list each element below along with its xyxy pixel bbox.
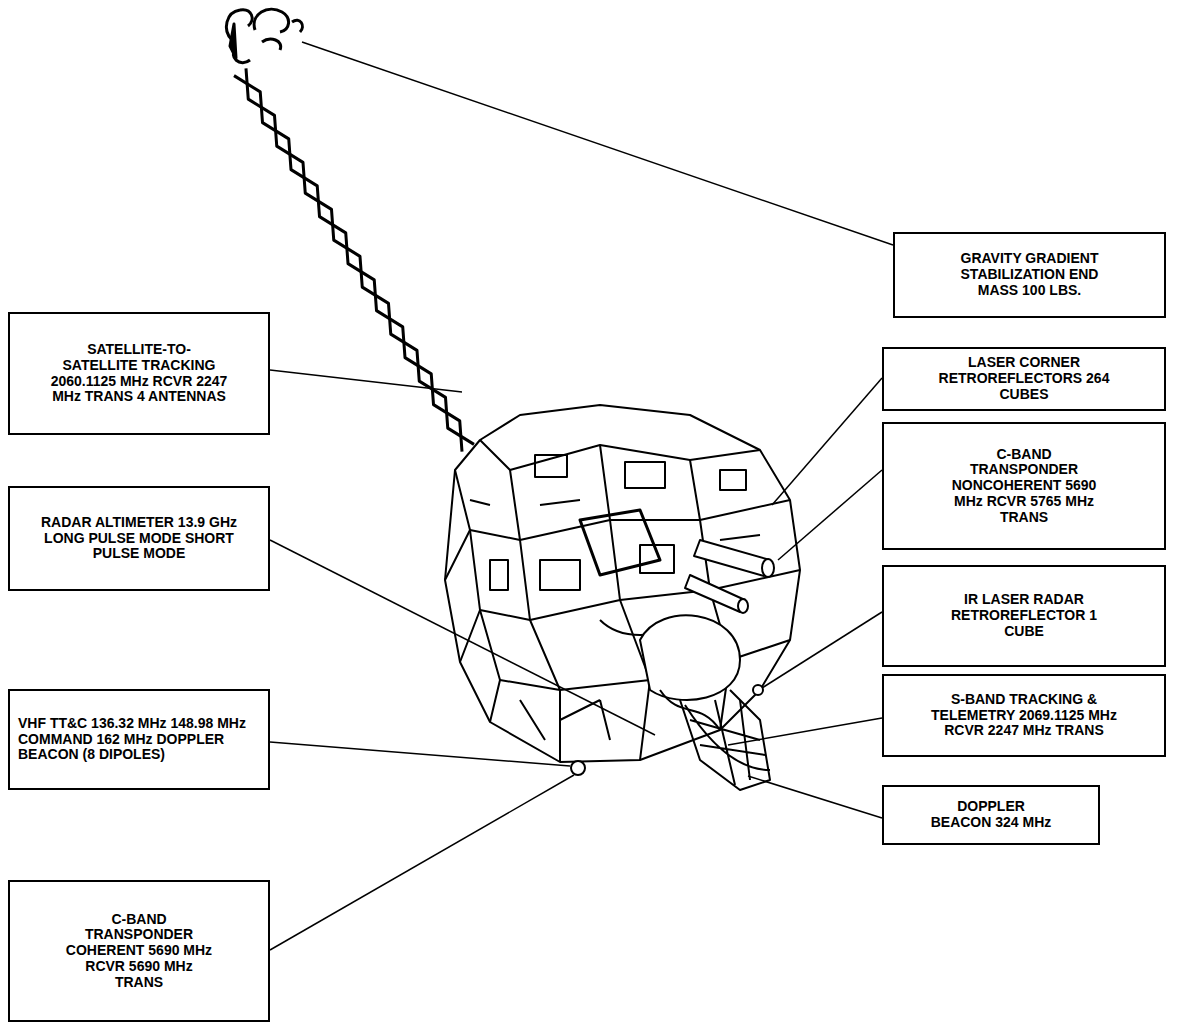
- callout-text: C-BAND TRANSPONDER COHERENT 5690 MHz RCV…: [60, 912, 218, 990]
- ir-retroreflector: [753, 685, 763, 695]
- callout-box: C-BAND TRANSPONDER COHERENT 5690 MHz RCV…: [8, 880, 270, 1022]
- callout-box: LASER CORNER RETROREFLECTORS 264 CUBES: [882, 347, 1166, 411]
- boom-strand: [246, 68, 474, 444]
- leader-lines: [270, 42, 893, 950]
- callout-box: IR LASER RADAR RETROREFLECTOR 1 CUBE: [882, 565, 1166, 667]
- callout-text: RADAR ALTIMETER 13.9 GHz LONG PULSE MODE…: [40, 515, 238, 562]
- end-mass: [226, 9, 302, 62]
- callout-text: VHF TT&C 136.32 MHz 148.98 MHz COMMAND 1…: [18, 716, 260, 763]
- callout-box: GRAVITY GRADIENT STABILIZATION END MASS …: [893, 232, 1166, 318]
- satellite-body: [445, 405, 800, 762]
- callout-text: S-BAND TRACKING & TELEMETRY 2069.1125 MH…: [914, 692, 1134, 739]
- callout-box: RADAR ALTIMETER 13.9 GHz LONG PULSE MODE…: [8, 486, 270, 591]
- callout-box: VHF TT&C 136.32 MHz 148.98 MHz COMMAND 1…: [8, 689, 270, 790]
- callout-box: SATELLITE-TO-SATELLITE TRACKING 2060.112…: [8, 312, 270, 435]
- vhf-dipole: [571, 761, 585, 775]
- callout-text: SATELLITE-TO-SATELLITE TRACKING 2060.112…: [50, 342, 228, 405]
- callout-text: C-BAND TRANSPONDER NONCOHERENT 5690 MHz …: [944, 447, 1104, 525]
- callout-text: DOPPLER BEACON 324 MHz: [929, 799, 1053, 830]
- boom-lattice: [234, 68, 474, 451]
- callout-box: S-BAND TRACKING & TELEMETRY 2069.1125 MH…: [882, 674, 1166, 757]
- callout-text: LASER CORNER RETROREFLECTORS 264 CUBES: [924, 355, 1124, 402]
- altimeter-dish: [640, 615, 770, 790]
- callout-box: DOPPLER BEACON 324 MHz: [882, 785, 1100, 845]
- c-band-antennas: [685, 540, 774, 613]
- callout-text: IR LASER RADAR RETROREFLECTOR 1 CUBE: [944, 592, 1104, 639]
- callout-box: C-BAND TRANSPONDER NONCOHERENT 5690 MHz …: [882, 422, 1166, 550]
- callout-text: GRAVITY GRADIENT STABILIZATION END MASS …: [940, 251, 1119, 298]
